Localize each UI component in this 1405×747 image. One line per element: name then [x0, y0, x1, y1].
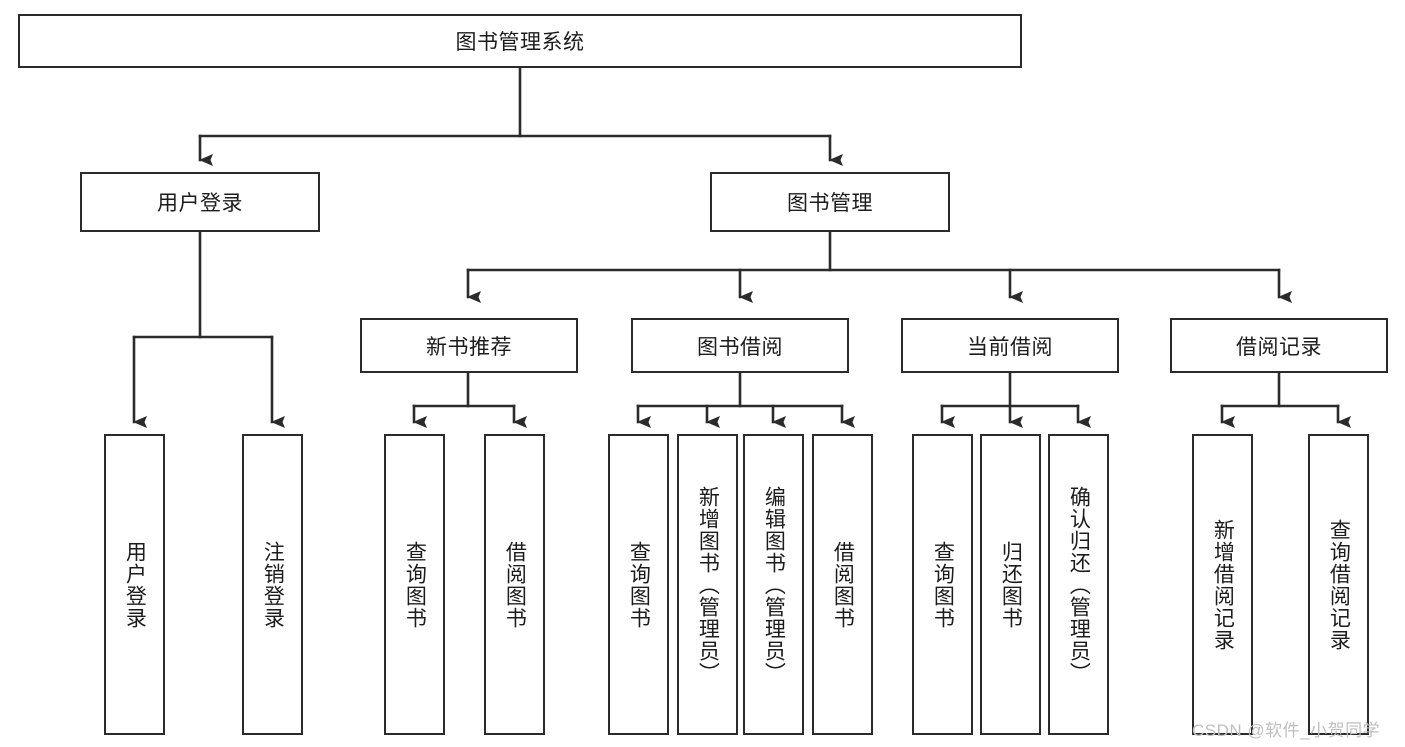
node-current-borrow[interactable]: 当前借阅 — [901, 318, 1119, 373]
leaf-book-borrow-4-label: 借阅图书 — [831, 540, 855, 629]
node-root[interactable]: 图书管理系统 — [18, 14, 1022, 68]
node-book-borrow[interactable]: 图书借阅 — [631, 318, 849, 373]
csdn-watermark: CSDN @软件_小贺同学 — [1192, 721, 1381, 740]
node-new-book-recommend[interactable]: 新书推荐 — [360, 318, 578, 373]
leaf-current-borrow-3-label: 确认归还（管理员） — [1067, 485, 1091, 684]
leaf-current-borrow-2[interactable]: 归还图书 — [980, 434, 1041, 735]
leaf-new-book-1[interactable]: 查询图书 — [384, 434, 445, 735]
leaf-current-borrow-1-label: 查询图书 — [931, 540, 955, 629]
leaf-book-borrow-3-label: 编辑图书（管理员） — [762, 485, 786, 684]
node-current-borrow-label: 当前借阅 — [967, 335, 1053, 359]
node-user-login-label: 用户登录 — [157, 192, 243, 215]
leaf-borrow-records-2[interactable]: 查询借阅记录 — [1308, 434, 1369, 735]
leaf-user-login-2[interactable]: 注销登录 — [242, 434, 303, 735]
node-borrow-records[interactable]: 借阅记录 — [1170, 318, 1388, 373]
node-book-management-label: 图书管理 — [787, 192, 873, 215]
leaf-current-borrow-2-label: 归还图书 — [999, 540, 1023, 629]
node-new-book-recommend-label: 新书推荐 — [426, 335, 512, 359]
leaf-current-borrow-1[interactable]: 查询图书 — [912, 434, 973, 735]
leaf-current-borrow-3[interactable]: 确认归还（管理员） — [1048, 434, 1109, 735]
leaf-book-borrow-2-label: 新增图书（管理员） — [696, 485, 720, 684]
leaf-user-login-1[interactable]: 用户登录 — [104, 434, 165, 735]
leaf-book-borrow-4[interactable]: 借阅图书 — [812, 434, 873, 735]
node-book-borrow-label: 图书借阅 — [697, 335, 783, 359]
node-borrow-records-label: 借阅记录 — [1236, 335, 1322, 359]
leaf-book-borrow-3[interactable]: 编辑图书（管理员） — [743, 434, 804, 735]
leaf-user-login-2-label: 注销登录 — [261, 540, 285, 629]
node-book-management[interactable]: 图书管理 — [710, 172, 950, 232]
leaf-user-login-1-label: 用户登录 — [123, 540, 147, 629]
leaf-book-borrow-1-label: 查询图书 — [627, 540, 651, 629]
leaf-borrow-records-2-label: 查询借阅记录 — [1327, 518, 1351, 651]
leaf-book-borrow-1[interactable]: 查询图书 — [608, 434, 669, 735]
node-root-label: 图书管理系统 — [455, 31, 585, 54]
leaf-new-book-1-label: 查询图书 — [403, 540, 427, 629]
leaf-new-book-2[interactable]: 借阅图书 — [484, 434, 545, 735]
leaf-book-borrow-2[interactable]: 新增图书（管理员） — [677, 434, 738, 735]
leaf-borrow-records-1-label: 新增借阅记录 — [1211, 518, 1235, 651]
leaf-borrow-records-1[interactable]: 新增借阅记录 — [1192, 434, 1253, 735]
leaf-new-book-2-label: 借阅图书 — [503, 540, 527, 629]
node-user-login[interactable]: 用户登录 — [80, 172, 320, 232]
